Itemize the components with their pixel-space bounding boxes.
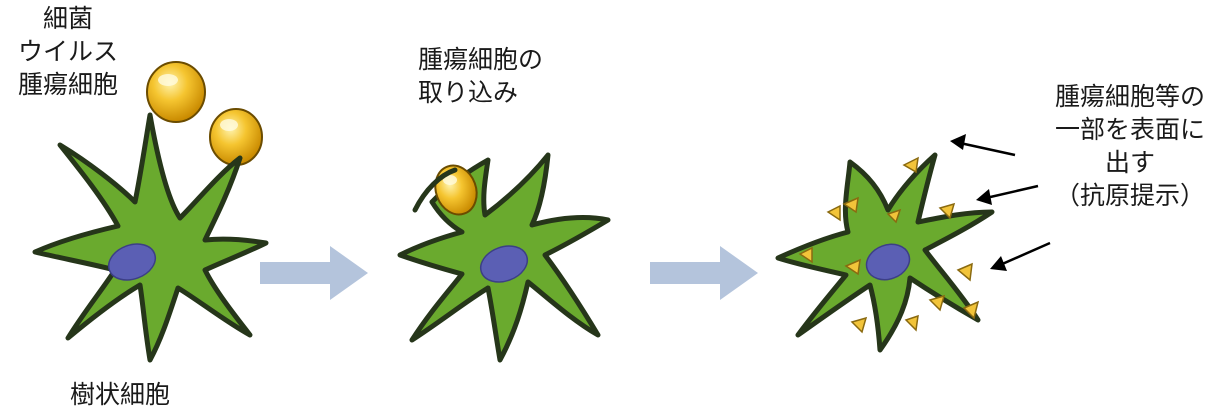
tumor-particle-2 [209,108,263,166]
label-uptake-line2: 取り込み [418,78,519,107]
pointer-arrow-2 [976,184,1039,205]
flow-arrow-1 [260,246,368,300]
nucleus-2 [479,245,529,283]
label-presentation-line3: 出す [1104,148,1155,177]
dendritic-cell-2 [397,152,611,363]
antigen-fragment [798,246,813,264]
antigen-fragment [902,156,919,174]
label-virus: ウイルス [17,37,118,66]
antigen-fragment [844,258,861,276]
antigen-fragment [826,204,841,222]
dendritic-cell-1 [32,112,269,363]
antigen-fragment [962,300,980,320]
label-dendritic-cell: 樹状細胞 [70,380,171,409]
presentation-labels: 腫瘍細胞等の 一部を表面に 出す （抗原提示） [1030,80,1230,212]
label-presentation-line1: 腫瘍細胞等の [1054,82,1205,111]
antigen-fragment [886,208,902,224]
antigen-fragment [928,294,946,312]
pointer-arrow-1 [950,134,1016,157]
antigen-fragments [798,156,980,334]
dendritic-cell-3 [775,152,995,353]
nucleus-1 [107,243,157,281]
uptake-labels: 腫瘍細胞の 取り込み [418,43,543,109]
pointer-arrow-3 [990,241,1051,271]
antigen-fragment [842,196,859,214]
flow-arrow-2 [650,246,758,300]
antigen-fragment [956,262,973,282]
nucleus-3 [865,243,911,281]
label-presentation-line2: 一部を表面に [1054,115,1205,144]
antigen-fragment [850,316,868,334]
tumor-particle-1 [146,61,206,123]
label-tumor-cell: 腫瘍細胞 [17,70,118,99]
antigen-fragment [904,314,919,332]
label-bacteria: 細菌 [42,4,93,33]
label-uptake-line1: 腫瘍細胞の [418,45,544,74]
pathogen-labels: 細菌 ウイルス 腫瘍細胞 [8,2,128,101]
pointer-arrows [950,134,1051,271]
label-presentation-line4: （抗原提示） [1054,181,1205,210]
engulfed-tumor-particle [434,164,478,216]
antigen-fragment [938,202,956,220]
